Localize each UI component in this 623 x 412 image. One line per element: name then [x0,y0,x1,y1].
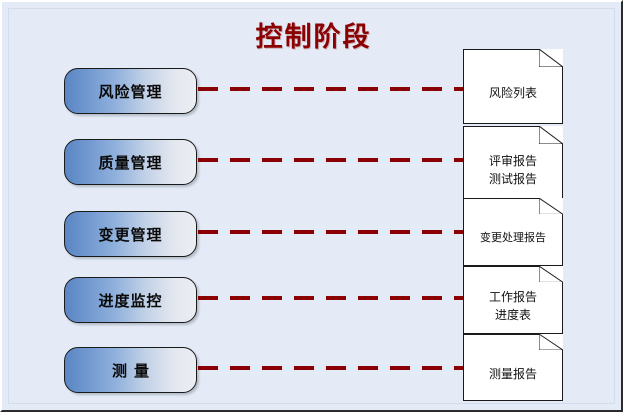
document-line: 风险列表 [488,85,537,100]
process-box-change-management[interactable]: 变更管理 [64,211,197,257]
document-work-report-schedule[interactable]: 工作报告 进度表 [463,266,563,334]
connector-line-4 [198,296,464,300]
document-review-test-report[interactable]: 评审报告 测试报告 [463,126,563,201]
document-text: 评审报告 测试报告 [463,126,563,201]
document-line: 测量报告 [488,366,537,381]
process-box-label: 风险管理 [98,82,163,101]
document-text: 工作报告 进度表 [463,266,563,334]
connector-line-5 [198,366,464,370]
document-measurement-report[interactable]: 测量报告 [463,334,563,401]
document-line: 测试报告 [488,171,537,186]
process-box-quality-management[interactable]: 质量管理 [64,139,197,185]
page-title: 控制阶段 [255,22,372,53]
document-text: 风险列表 [463,49,563,124]
document-text: 测量报告 [463,334,563,401]
document-line: 变更处理报告 [480,230,546,244]
document-line: 评审报告 [488,153,537,168]
document-risk-list[interactable]: 风险列表 [463,49,563,124]
process-box-label: 变更管理 [98,225,163,244]
process-box-measurement[interactable]: 测量 [64,347,197,393]
document-text: 变更处理报告 [463,198,563,266]
process-box-label: 测量 [111,361,156,380]
process-box-label: 质量管理 [98,153,163,172]
process-box-risk-management[interactable]: 风险管理 [64,68,197,114]
connector-line-1 [198,87,464,91]
document-change-report[interactable]: 变更处理报告 [463,198,563,266]
process-box-label: 进度监控 [98,291,163,310]
connector-line-3 [198,230,464,234]
process-box-schedule-monitoring[interactable]: 进度监控 [64,277,197,323]
document-line: 进度表 [494,308,531,322]
connector-line-2 [198,158,464,162]
document-line: 工作报告 [488,290,537,304]
